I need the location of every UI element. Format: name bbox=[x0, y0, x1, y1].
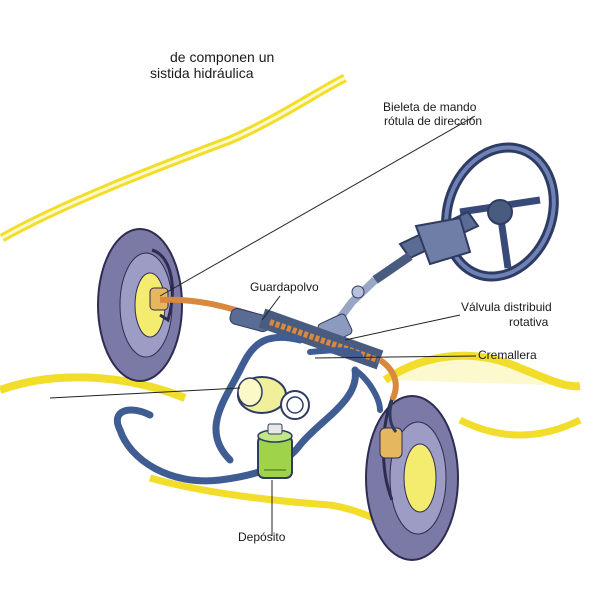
right-wheel bbox=[365, 389, 459, 561]
label-bieleta-line-2: rótula de dirección bbox=[384, 114, 483, 128]
left-wheel bbox=[97, 228, 183, 382]
leader-lines bbox=[49, 115, 477, 536]
diagram-title-line-2: sistida hidráulica bbox=[150, 65, 254, 81]
steering-rack bbox=[159, 296, 399, 433]
leader-valvula bbox=[344, 314, 461, 341]
label-valvula-line-2: rotativa bbox=[509, 315, 549, 329]
label-cremallera: Cremallera bbox=[478, 348, 537, 362]
diagram-title-line-1: de componen un bbox=[170, 49, 275, 65]
label-guardapolvo: Guardapolvo bbox=[250, 280, 319, 294]
leader-cremallera bbox=[314, 355, 477, 359]
leader-bieleta bbox=[159, 115, 476, 297]
label-valvula-line-1: Válvula distribuid bbox=[461, 300, 552, 314]
power-steering-pump bbox=[237, 376, 310, 420]
steering-column bbox=[317, 210, 480, 345]
steering-wheel bbox=[441, 142, 559, 282]
hydraulic-hoses bbox=[113, 333, 383, 485]
leader-pump bbox=[49, 387, 241, 399]
leader-guardapolvo bbox=[261, 295, 281, 321]
label-bieleta-line-1: Bieleta de mando bbox=[383, 100, 477, 114]
car-body bbox=[0, 73, 582, 533]
label-deposito: Depósito bbox=[238, 530, 286, 544]
fluid-reservoir bbox=[257, 423, 293, 479]
